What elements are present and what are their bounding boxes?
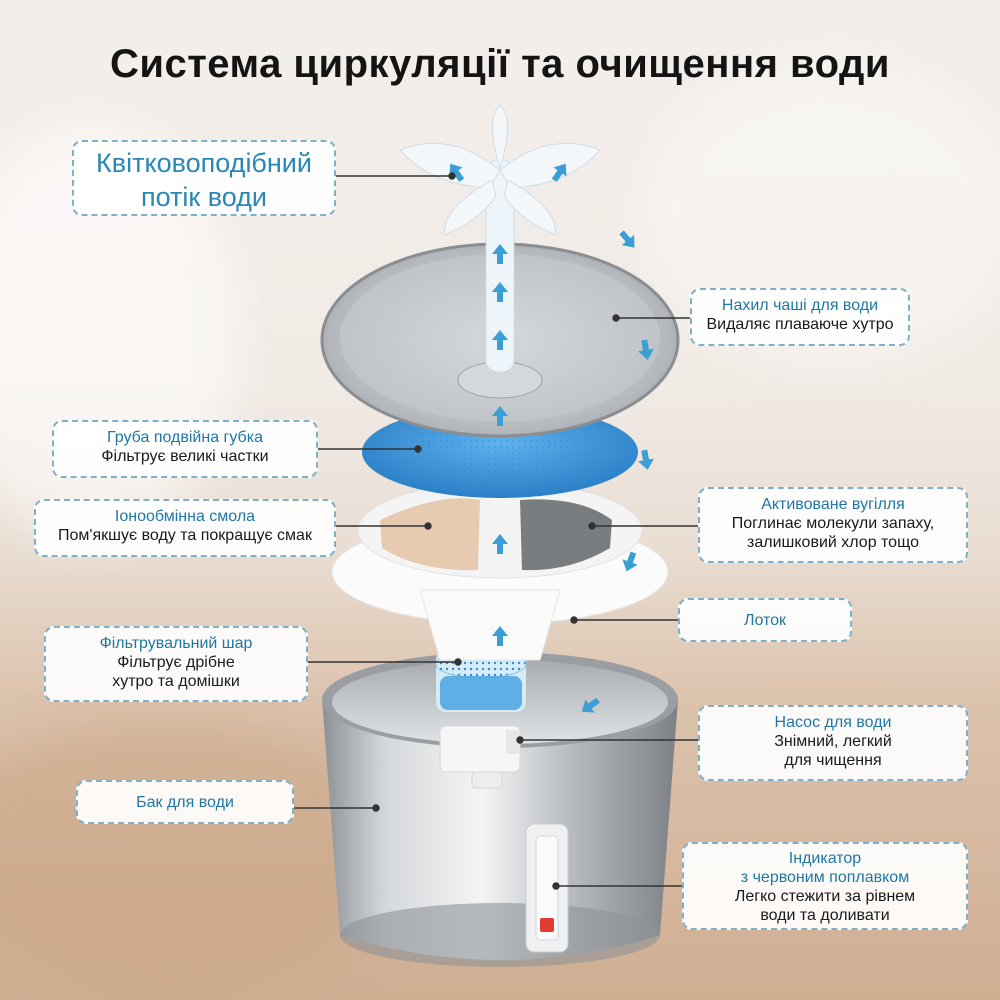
callout-heading: Груба подвійна губка <box>107 429 263 446</box>
callout-heading: Нахил чаші для води <box>721 297 879 314</box>
filter-disc <box>357 481 643 579</box>
callout-description: залишковий хлор тощо <box>747 534 919 551</box>
callout-tank: Бак для води <box>76 780 294 824</box>
callout-heading: Активоване вугілля <box>761 496 905 513</box>
callout-description: хутро та домішки <box>112 673 240 690</box>
callout-heading: Квітковоподібний <box>96 148 312 178</box>
callout-resin: Іонообмінна смола Пом'якшує воду та покр… <box>34 499 336 557</box>
callout-flower-flow: Квітковоподібний потік води <box>72 140 336 216</box>
leader-lines <box>294 172 698 890</box>
flow-arrow-icon <box>615 227 641 253</box>
callout-description: Фільтрує великі частки <box>101 448 269 465</box>
callout-pump: Насос для води Знімний, легкий для чищен… <box>698 705 968 781</box>
callout-heading: потік води <box>140 182 268 212</box>
callout-sponge: Груба подвійна губка Фільтрує великі час… <box>52 420 318 478</box>
callout-heading: з червоним поплавком <box>740 869 910 886</box>
callout-tray: Лоток <box>678 598 852 642</box>
callout-heading: Іонообмінна смола <box>114 508 256 525</box>
callout-heading: Насос для води <box>774 714 892 731</box>
callout-description: Фільтрує дрібне <box>117 654 235 671</box>
callout-description: Знімний, легкий <box>774 733 892 750</box>
callout-filter-ball: Фільтрувальний шар Фільтрує дрібне хутро… <box>44 626 308 702</box>
callout-description: для чищення <box>784 752 882 769</box>
callout-description: води та доливати <box>760 907 890 924</box>
flow-arrow-icon <box>636 448 656 472</box>
flower-spout <box>399 104 601 373</box>
water-pump <box>439 725 521 789</box>
callout-description: Поглинає молекули запаху, <box>731 515 935 532</box>
callout-bowl-tilt: Нахил чаші для води Видаляє плаваюче хут… <box>690 288 910 346</box>
callout-description: Видаляє плаваюче хутро <box>706 316 894 333</box>
callout-heading: Лоток <box>743 612 787 629</box>
callout-heading: Фільтрувальний шар <box>99 635 253 652</box>
callout-carbon: Активоване вугілля Поглинає молекули зап… <box>698 487 968 563</box>
callout-description: Пом'якшує воду та покращує смак <box>58 527 312 544</box>
callout-heading: Бак для води <box>136 794 234 811</box>
page-title: Система циркуляції та очищення води <box>109 42 891 86</box>
red-float <box>540 918 554 932</box>
callout-heading: Індикатор <box>788 850 862 867</box>
callout-indicator: Індикатор з червоним поплавком Легко сте… <box>682 842 968 930</box>
callout-description: Легко стежити за рівнем <box>734 888 916 905</box>
